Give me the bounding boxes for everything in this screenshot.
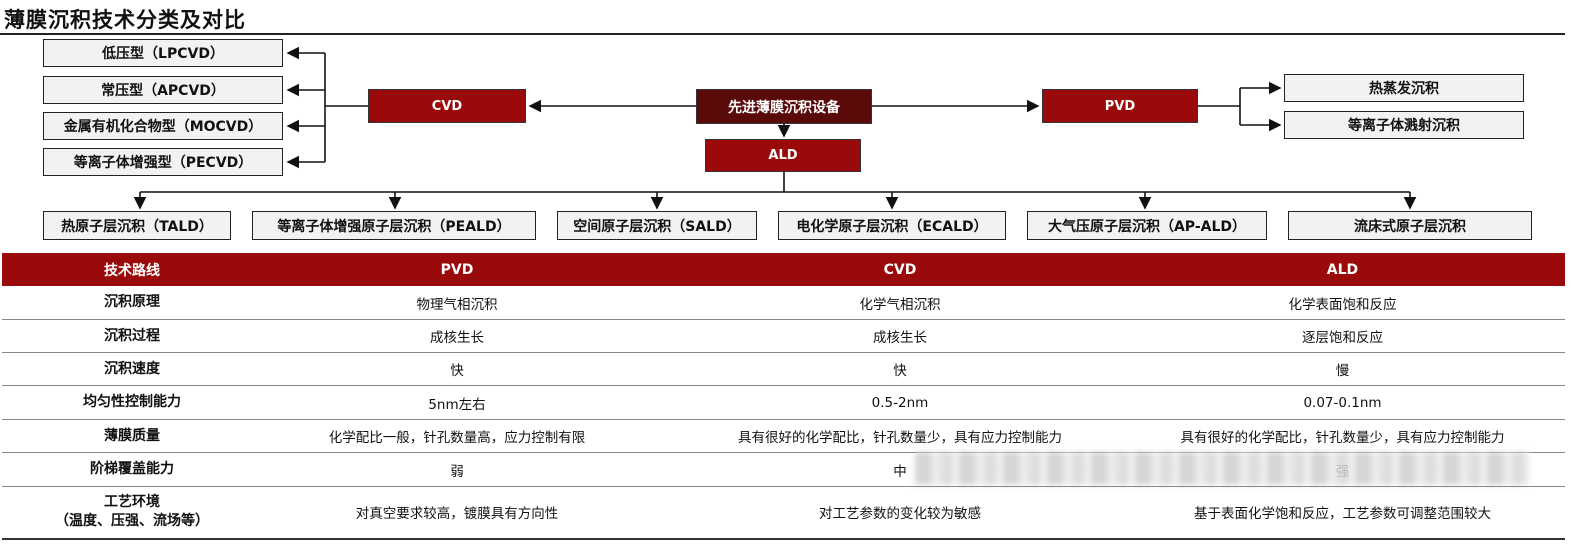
row-divider xyxy=(2,452,1565,453)
table-cell: 逐层饱和反应 xyxy=(1302,330,1383,346)
ald-child-ecald: 电化学原子层沉积（ECALD） xyxy=(778,211,1006,240)
row-label-environment-sub: （温度、压强、流场等） xyxy=(55,513,209,529)
table-cell: 化学气相沉积 xyxy=(859,296,941,313)
diagram-connectors xyxy=(133,46,1417,210)
row-label-environment: 工艺环境 （温度、压强、流场等） xyxy=(2,487,262,537)
row-label-uniformity: 均匀性控制能力 xyxy=(83,394,181,410)
table-cell: 0.07-0.1nm xyxy=(1303,394,1382,411)
ald-child-tald: 热原子层沉积（TALD） xyxy=(43,211,231,240)
table-cell: 物理气相沉积 xyxy=(416,296,498,313)
ald-child-apald: 大气压原子层沉积（AP-ALD） xyxy=(1027,211,1267,240)
table-cell: 对工艺参数的变化较为敏感 xyxy=(819,506,981,522)
row-divider xyxy=(2,352,1565,353)
table-cell: 中 xyxy=(893,463,907,480)
cvd-child-apcvd: 常压型（APCVD） xyxy=(43,76,283,104)
table-header-row xyxy=(2,253,1565,286)
cvd-child-pecvd: 等离子体增强型（PECVD） xyxy=(43,148,283,176)
row-divider xyxy=(2,419,1565,420)
row-divider xyxy=(2,486,1565,487)
pvd-node: PVD xyxy=(1042,89,1198,123)
table-cell: 具有很好的化学配比，针孔数量少，具有应力控制能力 xyxy=(1180,430,1505,446)
blurred-region xyxy=(915,452,1530,485)
root-node: 先进薄膜沉积设备 xyxy=(696,89,872,124)
table-cell: 5nm左右 xyxy=(428,396,486,413)
table-cell: 对真空要求较高，镀膜具有方向性 xyxy=(355,506,559,522)
ald-child-sald: 空间原子层沉积（SALD） xyxy=(557,211,757,240)
table-cell: 基于表面化学饱和反应，工艺参数可调整范围较大 xyxy=(1194,506,1491,522)
page-title: 薄膜沉积技术分类及对比 xyxy=(4,8,246,32)
table-cell: 成核生长 xyxy=(873,330,927,346)
ald-node: ALD xyxy=(705,139,861,172)
table-header-cvd: CVD xyxy=(883,261,917,278)
row-label-quality: 薄膜质量 xyxy=(104,427,160,444)
ald-child-fluidbed: 流床式原子层沉积 xyxy=(1288,211,1532,240)
table-header-ald: ALD xyxy=(1326,261,1359,278)
row-divider xyxy=(2,319,1565,320)
row-label-principle: 沉积原理 xyxy=(104,294,160,310)
table-cell: 快 xyxy=(893,363,907,379)
table-cell: 慢 xyxy=(1335,363,1350,379)
table-cell: 快 xyxy=(450,363,464,379)
cvd-child-lpcvd: 低压型（LPCVD） xyxy=(43,39,283,67)
cvd-child-mocvd: 金属有机化合物型（MOCVD） xyxy=(43,112,283,140)
row-label-environment-main: 工艺环境 xyxy=(104,494,160,510)
table-header-route: 技术路线 xyxy=(104,262,160,279)
table-header-pvd: PVD xyxy=(440,261,474,278)
row-label-step-coverage: 阶梯覆盖能力 xyxy=(90,461,174,477)
table-cell: 化学配比一般，针孔数量高，应力控制有限 xyxy=(328,430,586,446)
row-label-process: 沉积过程 xyxy=(104,327,160,344)
row-label-speed: 沉积速度 xyxy=(104,360,160,377)
table-bottom-rule xyxy=(2,538,1565,540)
title-divider xyxy=(0,33,1565,35)
table-cell: 具有很好的化学配比，针孔数量少，具有应力控制能力 xyxy=(738,430,1062,446)
ald-child-peald: 等离子体增强原子层沉积（PEALD） xyxy=(252,211,536,240)
pvd-child-thermal: 热蒸发沉积 xyxy=(1284,74,1524,102)
row-divider xyxy=(2,385,1565,386)
table-cell: 化学表面饱和反应 xyxy=(1288,296,1397,313)
table-cell: 弱 xyxy=(450,463,464,480)
table-cell: 0.5-2nm xyxy=(871,394,929,411)
table-cell: 成核生长 xyxy=(430,330,484,346)
cvd-node: CVD xyxy=(368,89,526,123)
pvd-child-sputter: 等离子体溅射沉积 xyxy=(1284,111,1524,139)
